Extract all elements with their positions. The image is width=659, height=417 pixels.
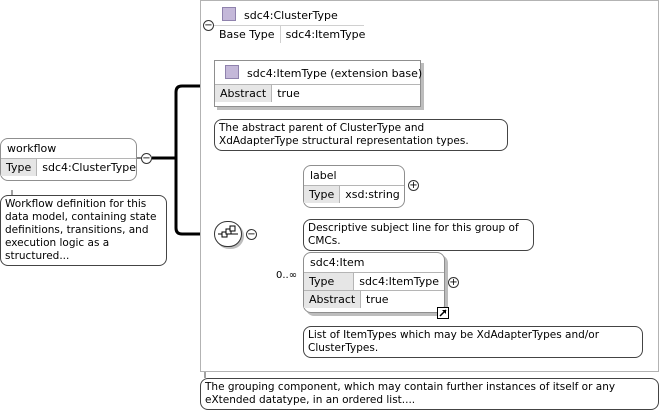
- item-type-base-title: sdc4:ItemType (extension base): [247, 67, 423, 80]
- base-type-key: Base Type: [214, 26, 281, 43]
- cluster-type-panel: [200, 0, 659, 372]
- item-expand-toggle[interactable]: +: [448, 277, 459, 288]
- item-type-base-box[interactable]: sdc4:ItemType (extension base) Abstract …: [214, 60, 423, 107]
- workflow-element[interactable]: workflow Type sdc4:ClusterType: [0, 138, 137, 181]
- complex-type-icon: [222, 7, 236, 21]
- label-name: label: [310, 169, 337, 182]
- cluster-type-title: sdc4:ClusterType: [244, 9, 338, 22]
- workflow-type-key: Type: [1, 159, 38, 176]
- item-type-value: sdc4:ItemType: [359, 275, 439, 288]
- workflow-name: workflow: [7, 142, 57, 155]
- link-arrow-icon[interactable]: [437, 307, 449, 319]
- item-type-base-note: The abstract parent of ClusterType and X…: [214, 119, 508, 151]
- label-expand-toggle[interactable]: +: [408, 180, 419, 191]
- item-type-key: Type: [304, 273, 355, 290]
- item-name: sdc4:Item: [310, 256, 365, 269]
- label-element[interactable]: label Type xsd:string: [303, 165, 405, 208]
- workflow-note: Workflow definition for this data model,…: [0, 195, 167, 266]
- cluster-type-header: sdc4:ClusterType Base Type sdc4:ItemType: [214, 4, 365, 43]
- label-type-key: Type: [304, 186, 341, 203]
- abstract-key: Abstract: [215, 85, 273, 102]
- label-type-value: xsd:string: [345, 188, 400, 201]
- item-abstract-key: Abstract: [304, 291, 361, 308]
- cluster-type-collapse-toggle[interactable]: −: [203, 20, 214, 31]
- item-element[interactable]: sdc4:Item Type sdc4:ItemType Abstract tr…: [303, 252, 445, 313]
- workflow-type-value: sdc4:ClusterType: [42, 161, 137, 174]
- sequence-compositor-icon: [218, 225, 238, 238]
- workflow-collapse-toggle[interactable]: −: [141, 153, 152, 164]
- label-note: Descriptive subject line for this group …: [303, 219, 534, 251]
- abstract-value: true: [277, 87, 300, 100]
- item-cardinality: 0..∞: [276, 270, 298, 281]
- complex-type-icon: [225, 65, 239, 79]
- item-abstract-value: true: [366, 293, 389, 306]
- sequence-note: The grouping component, which may contai…: [200, 378, 659, 410]
- item-note: List of ItemTypes which may be XdAdapter…: [303, 326, 643, 358]
- sequence-collapse-toggle[interactable]: −: [246, 229, 257, 240]
- sequence-compositor[interactable]: [214, 221, 242, 247]
- base-type-value: sdc4:ItemType: [285, 28, 366, 41]
